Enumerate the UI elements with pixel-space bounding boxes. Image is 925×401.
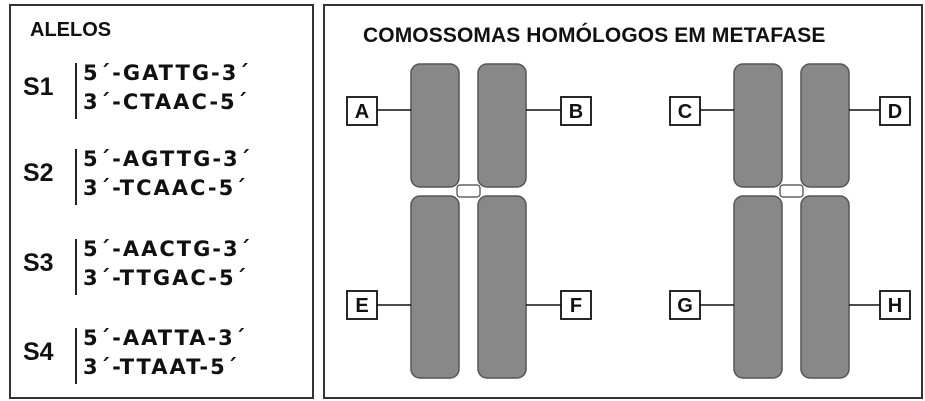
allele-label: S4	[23, 338, 54, 366]
svg-text:E: E	[355, 295, 368, 317]
svg-text:C: C	[678, 101, 692, 123]
strand-bottom: 3´-TCAAC-5´	[83, 176, 248, 200]
label-a: A	[346, 96, 378, 126]
label-e: E	[346, 290, 378, 320]
label-b: B	[560, 96, 592, 126]
chromosomes-panel: COMOSSOMAS HOMÓLOGOS EM METAFASE	[323, 4, 923, 399]
chromatid-upper-left	[410, 63, 460, 188]
label-g: G	[669, 290, 701, 320]
svg-text:F: F	[570, 295, 582, 317]
allele-s4: S4 5´-AATTA-3´ 3´-TTAAT-5´	[23, 326, 293, 386]
allele-s1: S1 5´-GATTG-3´ 3´-CTAAC-5´	[23, 61, 293, 121]
svg-text:B: B	[569, 101, 583, 123]
svg-text:D: D	[888, 101, 902, 123]
chromatid-lower-right	[800, 195, 850, 379]
label-c: C	[669, 96, 701, 126]
allele-bracket	[75, 149, 77, 205]
chromatid-lower-right	[477, 195, 527, 379]
strand-top: 5´-AGTTG-3´	[83, 147, 253, 171]
allele-s3: S3 5´-AACTG-3´ 3´-TTGAC-5´	[23, 237, 293, 297]
allele-s2: S2 5´-AGTTG-3´ 3´-TCAAC-5´	[23, 147, 293, 207]
chromatid-upper-left	[733, 63, 783, 188]
strand-bottom: 3´-TTAAT-5´	[83, 355, 240, 379]
homolog-pair-1	[410, 63, 527, 379]
chromatid-upper-right	[477, 63, 527, 188]
centromere	[456, 184, 481, 198]
chromatid-lower-left	[410, 195, 460, 379]
chromatid-lower-left	[733, 195, 783, 379]
svg-text:H: H	[888, 295, 902, 317]
chromatid-upper-right	[800, 63, 850, 188]
allele-bracket	[75, 239, 77, 295]
allele-label: S2	[23, 159, 54, 187]
strand-top: 5´-AATTA-3´	[83, 326, 248, 350]
label-f: F	[560, 290, 592, 320]
strand-top: 5´-AACTG-3´	[83, 237, 253, 261]
strand-bottom: 3´-TTGAC-5´	[83, 266, 249, 290]
chromosome-diagram: A B C D E F G H	[346, 63, 911, 379]
svg-text:A: A	[355, 101, 369, 123]
allele-bracket	[75, 328, 77, 384]
allele-bracket	[75, 63, 77, 119]
alleles-panel: ALELOS S1 5´-GATTG-3´ 3´-CTAAC-5´ S2 5´-…	[9, 4, 314, 399]
homolog-pair-2	[733, 63, 850, 379]
svg-text:G: G	[677, 295, 693, 317]
label-d: D	[879, 96, 911, 126]
label-h: H	[879, 290, 911, 320]
centromere	[779, 184, 804, 198]
alleles-title: ALELOS	[30, 19, 112, 41]
strand-top: 5´-GATTG-3´	[83, 61, 251, 85]
chromosomes-title: COMOSSOMAS HOMÓLOGOS EM METAFASE	[363, 24, 826, 47]
strand-bottom: 3´-CTAAC-5´	[83, 90, 250, 114]
allele-label: S3	[23, 249, 54, 277]
allele-label: S1	[23, 73, 54, 101]
